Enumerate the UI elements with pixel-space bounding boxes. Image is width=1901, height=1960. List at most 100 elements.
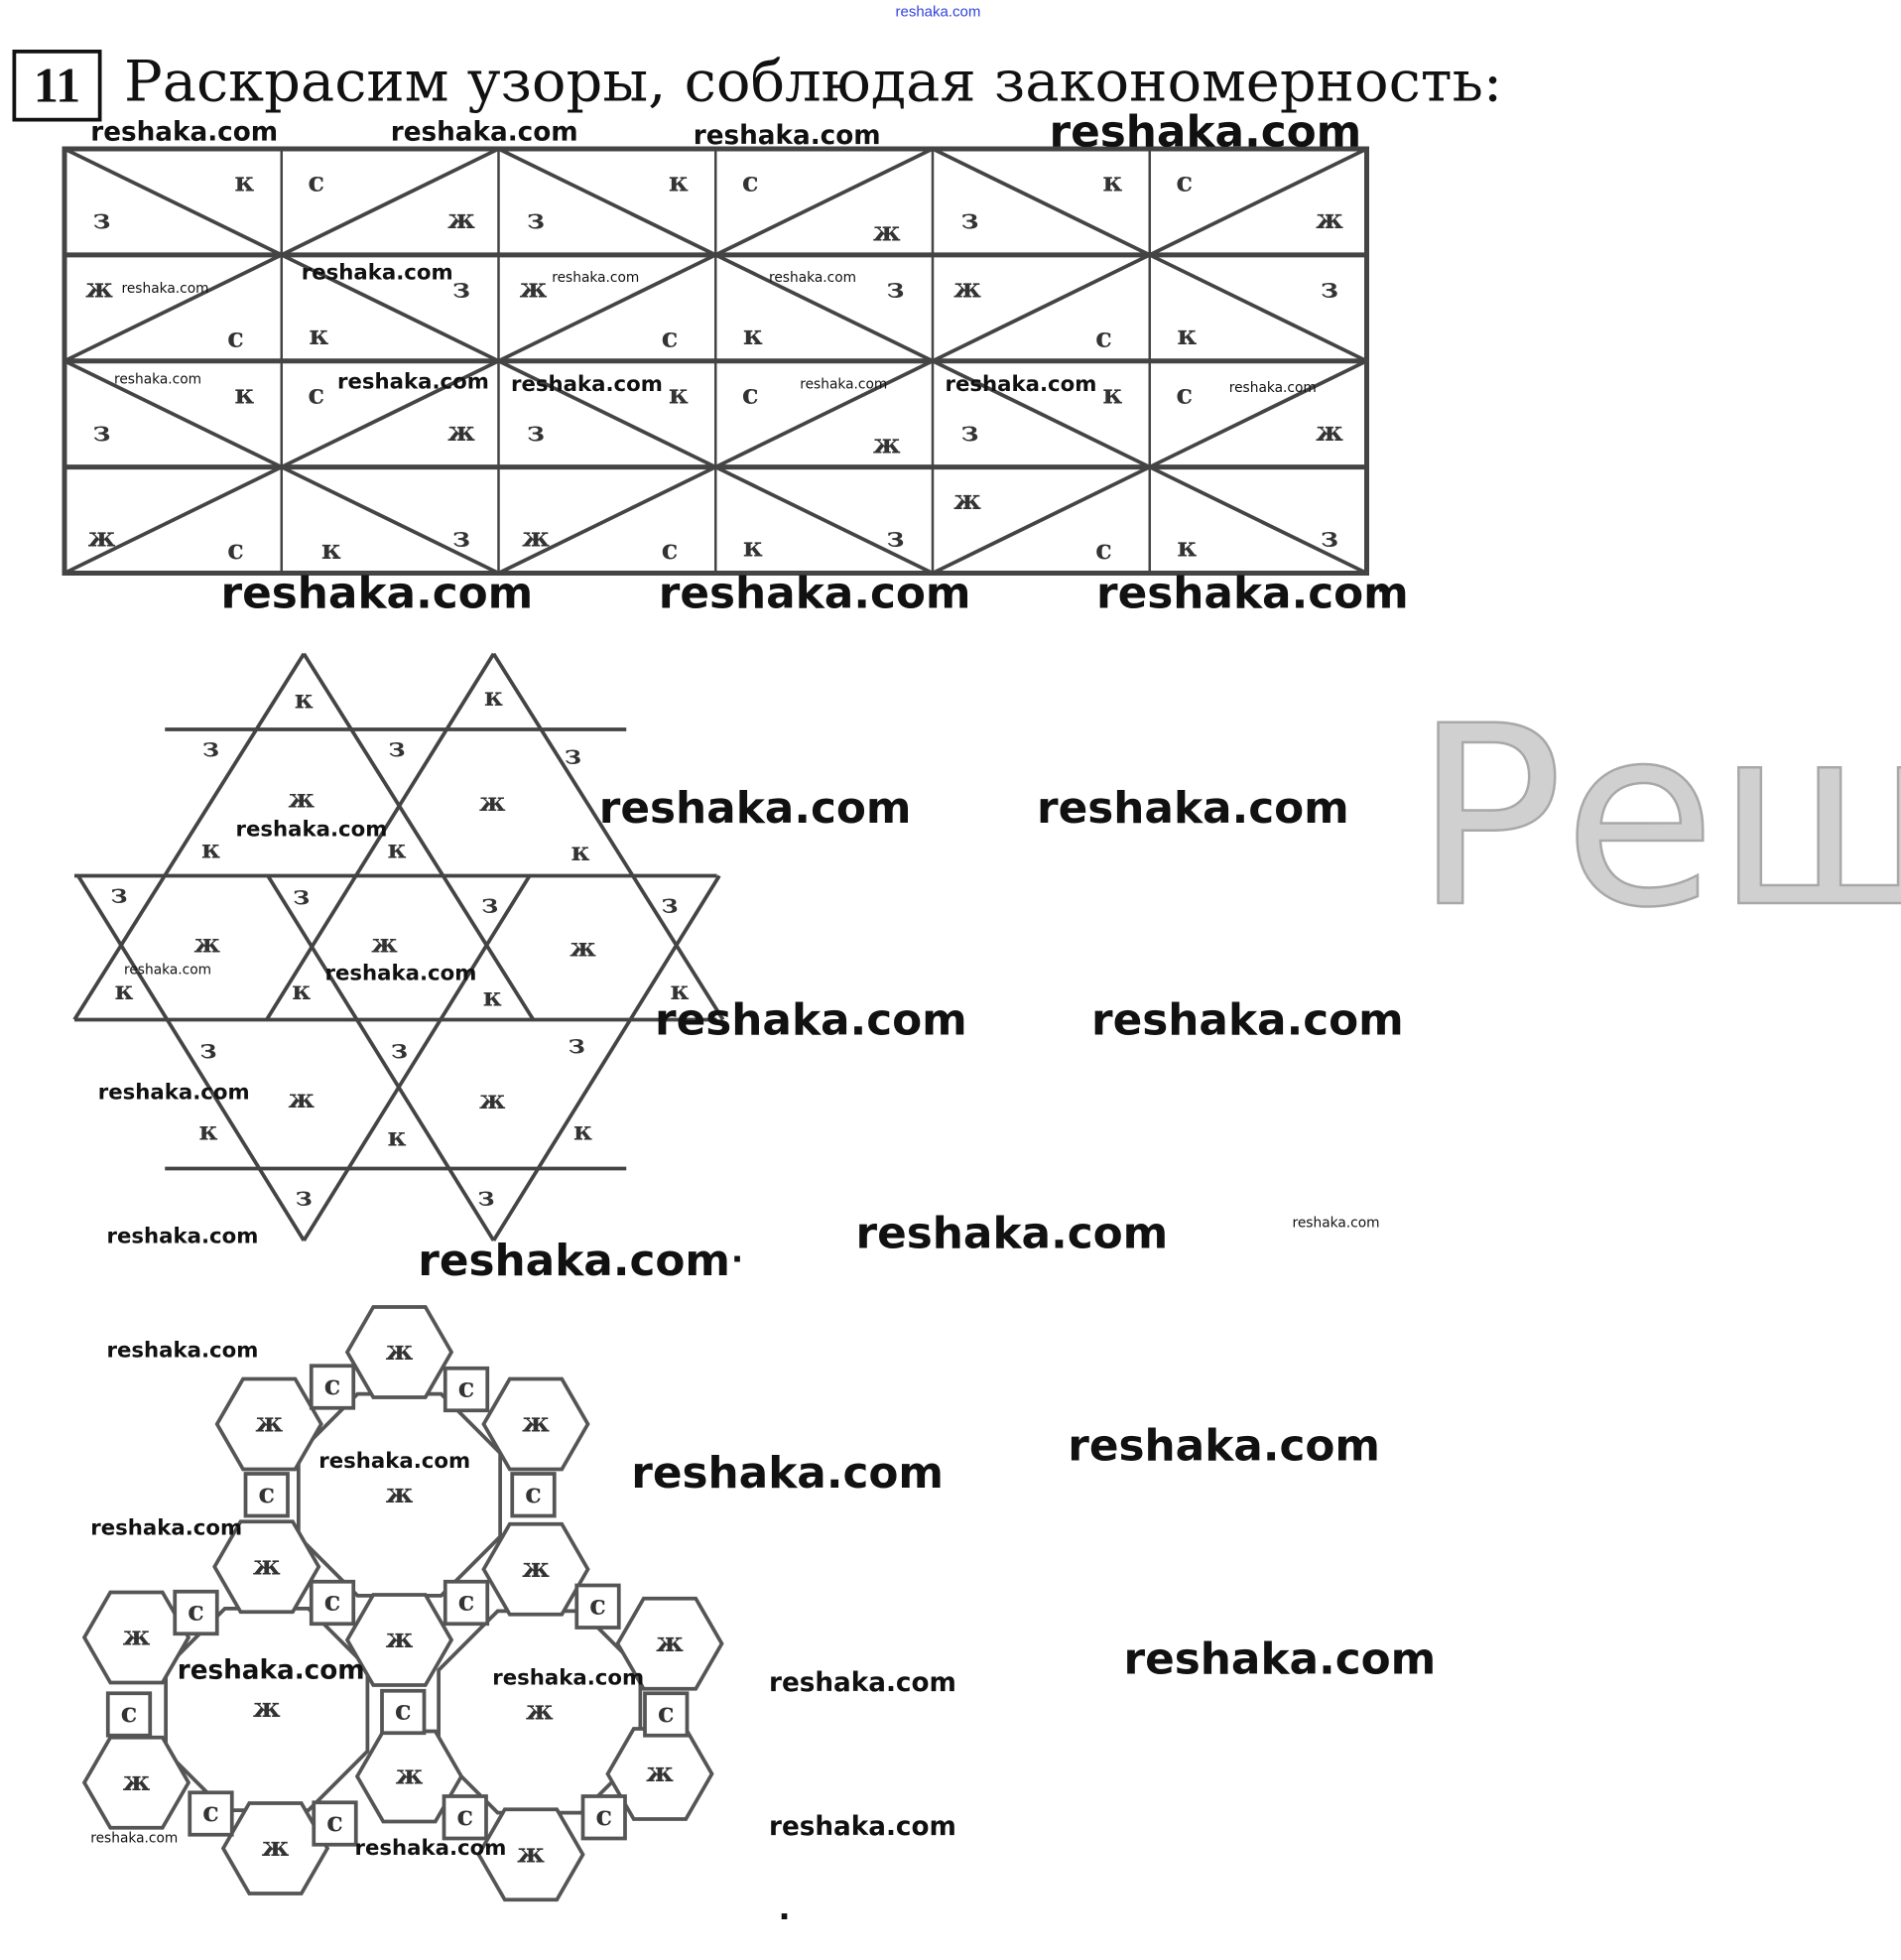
square-letter: с xyxy=(589,1589,606,1621)
square-letter: с xyxy=(658,1697,675,1729)
square-letter: с xyxy=(121,1697,138,1729)
top-watermark: reshaka.com xyxy=(895,2,981,21)
site-watermark: reshaka.com xyxy=(114,370,202,387)
grid-diagonal xyxy=(932,253,1151,363)
star-letter: з xyxy=(391,1034,408,1065)
square-letter: с xyxy=(188,1596,204,1628)
site-watermark: reshaka.com xyxy=(1091,995,1404,1046)
site-watermark: reshaka.com xyxy=(855,1209,1169,1259)
grid-letter: к xyxy=(234,167,254,198)
square-letter: с xyxy=(595,1800,612,1832)
grid-letter: ж xyxy=(522,522,550,554)
grid-letter: з xyxy=(527,416,545,448)
hexagon-letter: ж xyxy=(123,1621,151,1652)
hexagon-letter: ж xyxy=(517,1837,545,1869)
site-watermark: reshaka.com xyxy=(655,995,967,1046)
square-letter: с xyxy=(456,1800,473,1832)
square-cell xyxy=(442,1794,488,1841)
site-watermark: reshaka.com xyxy=(90,1515,243,1541)
star-line xyxy=(491,874,721,1241)
star-line xyxy=(76,874,306,1241)
site-watermark: reshaka.com xyxy=(1292,1214,1380,1231)
square-cell xyxy=(380,1688,427,1736)
octagon-letter: ж xyxy=(253,1692,281,1724)
star-letter: з xyxy=(481,889,498,920)
site-watermark: reshaka.com xyxy=(769,269,857,286)
square-cell xyxy=(309,1579,356,1627)
hexagon-letter: ж xyxy=(255,1407,283,1439)
site-watermark: reshaka.com xyxy=(318,1449,471,1474)
site-watermark: reshaka.com xyxy=(177,1654,365,1685)
hexagon-cell xyxy=(214,1376,323,1472)
site-watermark: reshaka.com xyxy=(552,269,640,286)
square-letter: с xyxy=(525,1478,542,1509)
grid-letter: ж xyxy=(1316,416,1343,448)
hexagon-letter: ж xyxy=(123,1765,151,1797)
square-letter: с xyxy=(258,1478,275,1509)
site-watermark: reshaka.com xyxy=(598,784,912,834)
grid-letter: з xyxy=(93,416,111,448)
grid-diagonal xyxy=(497,147,717,257)
site-watermark: reshaka.com xyxy=(337,369,489,395)
grid-diagonal xyxy=(63,359,283,469)
hexagon-letter: ж xyxy=(396,1760,424,1791)
site-watermark: reshaka.com xyxy=(418,1237,731,1287)
star-letter: ж xyxy=(193,929,220,960)
grid-diagonal xyxy=(1148,464,1368,576)
grid-letter: з xyxy=(452,272,470,304)
site-watermark: reshaka.com xyxy=(769,1811,956,1841)
site-watermark: reshaka.com xyxy=(658,569,971,619)
grid-diagonal xyxy=(497,359,717,469)
square-letter: с xyxy=(458,1586,475,1618)
site-watermark: reshaka.com xyxy=(1228,379,1317,396)
grid-letter: с xyxy=(1176,167,1193,198)
grid-diagonal xyxy=(932,147,1151,257)
square-cell xyxy=(643,1691,690,1738)
grid-diagonal xyxy=(63,253,283,363)
octagon-letter: ж xyxy=(526,1695,554,1727)
square-letter: с xyxy=(395,1695,412,1727)
grid-diagonal xyxy=(280,359,500,469)
site-watermark: reshaka.com xyxy=(1123,1634,1437,1685)
star-letter: к xyxy=(573,1115,592,1146)
site-watermark: reshaka.com xyxy=(121,280,209,297)
grid-letter: к xyxy=(743,532,763,564)
hexagon-letter: ж xyxy=(656,1627,684,1658)
star-letter: ж xyxy=(479,1085,506,1115)
grid-letter: з xyxy=(961,203,979,235)
hexagon-cell xyxy=(220,1801,330,1895)
task-title: Раскрасим узоры, соблюдая закономерность… xyxy=(124,47,1503,115)
grid-letter: з xyxy=(961,416,979,448)
grid-diagonal xyxy=(932,359,1151,469)
grid-diagonal xyxy=(497,253,717,363)
star-letter: з xyxy=(111,879,128,910)
site-watermark: reshaka.com xyxy=(106,1338,259,1364)
grid-letter: к xyxy=(669,167,689,198)
octagon-letter: ж xyxy=(386,1478,414,1509)
grid-diagonal xyxy=(714,253,934,363)
grid-letter: с xyxy=(662,534,679,566)
grid-letter: с xyxy=(1176,378,1193,410)
hexagon-letter: ж xyxy=(646,1757,674,1788)
grid-letter: к xyxy=(1177,532,1197,564)
star-letter: з xyxy=(569,1029,585,1060)
hexagon-letter: ж xyxy=(386,1623,414,1654)
grid-letter: з xyxy=(1321,522,1338,554)
grid-diagonal xyxy=(63,464,283,576)
grid-diagonal xyxy=(280,253,500,363)
square-letter: с xyxy=(324,1586,341,1618)
site-watermark: reshaka.com xyxy=(354,1836,507,1861)
square-cell xyxy=(443,1579,490,1627)
grid-letter: к xyxy=(234,378,254,410)
grid-letter: з xyxy=(887,272,905,304)
grid-letter: с xyxy=(227,322,244,353)
square-letter: с xyxy=(326,1806,343,1838)
star-letter: к xyxy=(571,837,590,867)
dot: . xyxy=(1376,556,1388,600)
star-line xyxy=(302,874,532,1241)
grid-letter: к xyxy=(669,378,689,410)
site-watermark: reshaka.com xyxy=(693,120,881,151)
grid-diagonal xyxy=(1148,253,1368,363)
grid-diagonal xyxy=(280,147,500,257)
